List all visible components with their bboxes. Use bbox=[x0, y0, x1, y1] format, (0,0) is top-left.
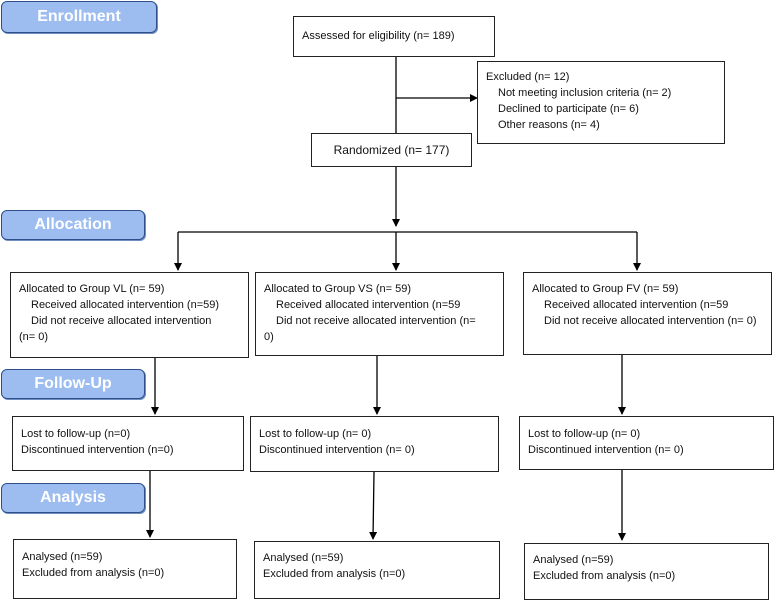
analysis-box-vs: Analysed (n=59) Excluded from analysis (… bbox=[254, 541, 500, 599]
not-received-vs: Did not receive allocated intervention (… bbox=[276, 315, 476, 327]
received-vl: Received allocated intervention (n=59) bbox=[31, 299, 220, 311]
excluded-analysis-fv: Excluded from analysis (n=0) bbox=[533, 570, 676, 582]
allocated-vl: Allocated to Group VL (n= 59) bbox=[19, 283, 165, 295]
excluded-box: Excluded (n= 12) Not meeting inclusion c… bbox=[477, 61, 725, 144]
phase-label-analysis: Analysis bbox=[1, 483, 145, 513]
not-received-vl-cont: (n= 0) bbox=[19, 331, 49, 343]
analysed-fv: Analysed (n=59) bbox=[533, 554, 614, 566]
phase-label-enrollment-text: Enrollment bbox=[37, 8, 121, 25]
followup-box-vs: Lost to follow-up (n= 0) Discontinued in… bbox=[250, 416, 499, 472]
phase-label-followup-text: Follow-Up bbox=[34, 375, 112, 392]
analysed-vs: Analysed (n=59) bbox=[263, 552, 344, 564]
followup-box-vl: Lost to follow-up (n=0) Discontinued int… bbox=[12, 416, 244, 471]
allocated-vs: Allocated to Group VS (n= 59) bbox=[264, 283, 412, 295]
excluded-analysis-vs: Excluded from analysis (n=0) bbox=[263, 568, 406, 580]
not-received-vl: Did not receive allocated intervention bbox=[31, 315, 212, 327]
connector-vs-analysis bbox=[369, 471, 378, 540]
randomized-text: Randomized (n= 177) bbox=[333, 143, 450, 157]
excluded-reason-declined: Declined to participate (n= 6) bbox=[498, 103, 639, 115]
discontinued-fv: Discontinued intervention (n= 0) bbox=[528, 444, 684, 456]
analysis-box-fv: Analysed (n=59) Excluded from analysis (… bbox=[524, 543, 769, 600]
analysed-vl: Analysed (n=59) bbox=[22, 551, 103, 563]
analysis-box-vl: Analysed (n=59) Excluded from analysis (… bbox=[13, 539, 237, 599]
followup-box-fv: Lost to follow-up (n= 0) Discontinued in… bbox=[519, 416, 774, 470]
excluded-reason-other: Other reasons (n= 4) bbox=[498, 119, 600, 131]
excluded-reason-inclusion: Not meeting inclusion criteria (n= 2) bbox=[498, 87, 672, 99]
not-received-fv: Did not receive allocated intervention (… bbox=[544, 315, 757, 327]
allocated-fv: Allocated to Group FV (n= 59) bbox=[532, 283, 679, 295]
discontinued-vl: Discontinued intervention (n=0) bbox=[21, 444, 174, 456]
not-received-vs-cont: 0) bbox=[264, 331, 274, 343]
allocation-box-vs: Allocated to Group VS (n= 59) Received a… bbox=[255, 272, 504, 356]
lost-vl: Lost to follow-up (n=0) bbox=[21, 428, 131, 440]
discontinued-vs: Discontinued intervention (n= 0) bbox=[259, 444, 415, 456]
excluded-title: Excluded (n= 12) bbox=[486, 71, 570, 83]
phase-label-allocation: Allocation bbox=[1, 210, 145, 240]
received-vs: Received allocated intervention (n=59 bbox=[276, 299, 461, 311]
phase-label-allocation-text: Allocation bbox=[34, 216, 112, 233]
lost-vs: Lost to follow-up (n= 0) bbox=[259, 428, 372, 440]
lost-fv: Lost to follow-up (n= 0) bbox=[528, 428, 641, 440]
phase-label-analysis-text: Analysis bbox=[40, 489, 106, 506]
randomized-box: Randomized (n= 177) bbox=[311, 133, 472, 167]
phase-label-enrollment: Enrollment bbox=[1, 1, 157, 33]
allocation-box-fv: Allocated to Group FV (n= 59) Received a… bbox=[523, 272, 772, 355]
excluded-analysis-vl: Excluded from analysis (n=0) bbox=[22, 567, 165, 579]
phase-label-followup: Follow-Up bbox=[1, 369, 145, 399]
assessed-box: Assessed for eligibility (n= 189) bbox=[293, 16, 495, 57]
assessed-text: Assessed for eligibility (n= 189) bbox=[302, 30, 455, 42]
received-fv: Received allocated intervention (n=59 bbox=[544, 299, 729, 311]
allocation-box-vl: Allocated to Group VL (n= 59) Received a… bbox=[10, 272, 249, 358]
